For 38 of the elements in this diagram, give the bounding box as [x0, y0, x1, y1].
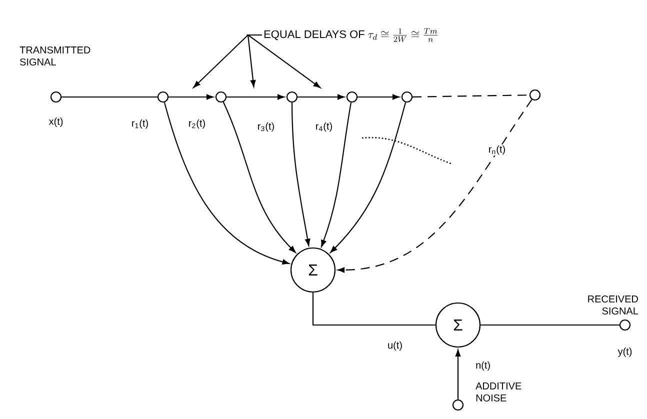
signal-label: TRANSMITTED SIGNAL: [20, 46, 90, 66]
terminal-circle: [157, 91, 169, 103]
edge-label: r$_{n}$(t): [487, 144, 507, 156]
terminal-circle: [619, 319, 631, 331]
connector: [358, 94, 400, 100]
connector: [455, 350, 461, 400]
terminal-circle: [452, 399, 464, 411]
signal-label: RECEIVED SIGNAL: [588, 295, 638, 315]
edge-label: r$_{1}$(t): [130, 118, 150, 130]
connector: [321, 102, 352, 247]
connector: [298, 94, 344, 100]
connector: [412, 94, 530, 98]
terminal-circle: [50, 91, 62, 103]
connector: [480, 324, 620, 326]
signal-label: x(t): [48, 118, 63, 127]
terminal-circle: [215, 91, 227, 103]
signal-label: y(t): [618, 348, 632, 357]
connector: [312, 292, 436, 326]
terminal-circle: [401, 91, 413, 103]
connector: [164, 102, 290, 265]
terminal-circle: [346, 91, 358, 103]
edge-label: u(t): [386, 340, 404, 352]
connector: [338, 99, 532, 273]
connector: [62, 96, 158, 98]
connector: [226, 94, 284, 100]
terminal-circle: [286, 91, 298, 103]
connector: [168, 94, 214, 100]
connector: [330, 102, 406, 253]
signal-label: n(t): [476, 361, 490, 371]
edge-label: r$_{4}$(t): [314, 121, 334, 133]
connector: [222, 102, 296, 253]
leader-arrow: [246, 34, 320, 88]
terminal-circle: [529, 89, 541, 101]
edge-label: r$_{3}$(t): [256, 121, 276, 133]
note-text: EQUAL DELAYS OF $\tau_d \cong \frac{1}{2W} \cong \frac{Tm}{n}$: [264, 28, 438, 42]
edge-label: r$_{2}$(t): [187, 118, 207, 130]
connector: [291, 102, 310, 246]
signal-label: ADDITIVE NOISE: [476, 382, 522, 402]
